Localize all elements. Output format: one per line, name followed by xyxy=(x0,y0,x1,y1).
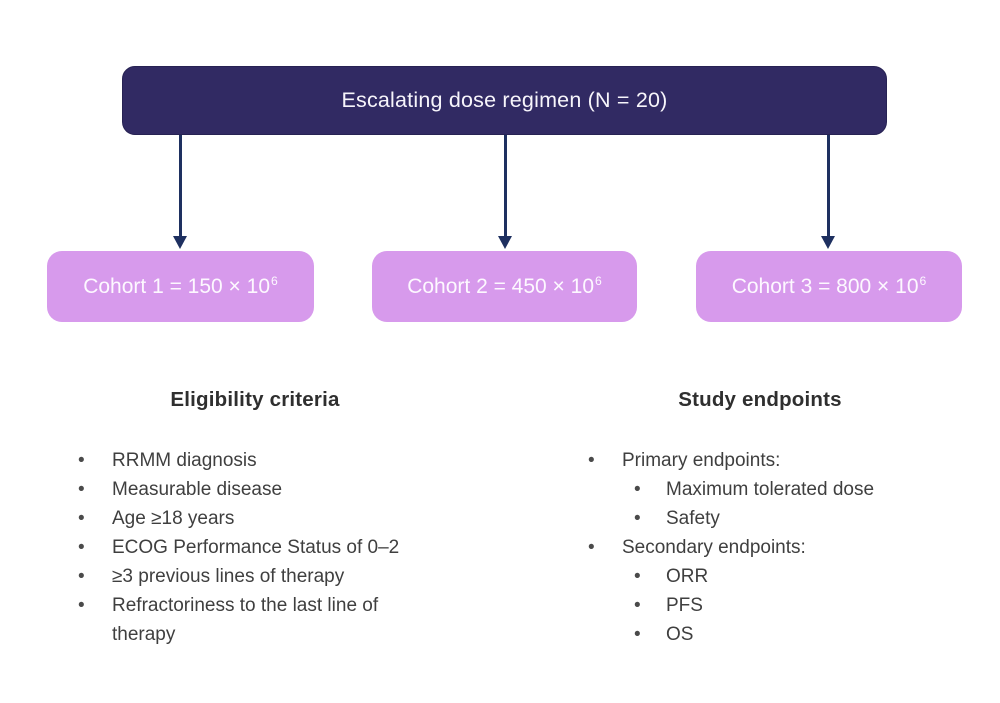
arrow-head-icon xyxy=(173,236,187,249)
bullet-icon: • xyxy=(634,624,641,645)
exponent: 6 xyxy=(595,273,602,288)
list-item: • Safety xyxy=(634,504,960,533)
arrow-head-icon xyxy=(821,236,835,249)
arrow-stem xyxy=(826,135,830,237)
cohort-2-box: Cohort 2 = 450 × 106 xyxy=(372,251,637,322)
list-item: • Primary endpoints: xyxy=(580,446,960,475)
bullet-icon: • xyxy=(78,450,85,471)
list-item: • Age ≥18 years xyxy=(70,504,450,533)
cohort-1-box: Cohort 1 = 150 × 106 xyxy=(47,251,314,322)
list-item: • ORR xyxy=(634,562,960,591)
endpoints-section: Study endpoints • Primary endpoints: • M… xyxy=(580,388,960,649)
list-item: • RRMM diagnosis xyxy=(70,446,450,475)
bullet-icon: • xyxy=(588,450,595,471)
list-item: • Measurable disease xyxy=(70,475,450,504)
secondary-endpoints-sublist: • ORR • PFS • OS xyxy=(634,562,960,649)
cohort-3-box: Cohort 3 = 800 × 106 xyxy=(696,251,962,322)
arrow-head-icon xyxy=(498,236,512,249)
escalating-dose-box: Escalating dose regimen (N = 20) xyxy=(122,66,887,135)
exponent: 6 xyxy=(271,273,278,288)
cohort-3-label: Cohort 3 = 800 × 106 xyxy=(731,273,927,298)
bullet-icon: • xyxy=(588,537,595,558)
eligibility-list: • RRMM diagnosis • Measurable disease • … xyxy=(70,446,450,649)
primary-endpoints-sublist: • Maximum tolerated dose • Safety xyxy=(634,475,960,533)
cohort-2-label: Cohort 2 = 450 × 106 xyxy=(407,273,602,298)
bullet-icon: • xyxy=(78,566,85,587)
bullet-icon: • xyxy=(634,566,641,587)
arrow-stem xyxy=(178,135,182,237)
list-item: • PFS xyxy=(634,591,960,620)
eligibility-section: Eligibility criteria • RRMM diagnosis • … xyxy=(70,388,450,649)
list-item: • ≥3 previous lines of therapy xyxy=(70,562,450,591)
endpoints-list: • Primary endpoints: • Maximum tolerated… xyxy=(580,446,960,649)
list-item: • Refractoriness to the last line of the… xyxy=(70,591,450,649)
bullet-icon: • xyxy=(634,479,641,500)
bullet-icon: • xyxy=(78,508,85,529)
list-item: • OS xyxy=(634,620,960,649)
arrow-stem xyxy=(503,135,507,237)
bullet-icon: • xyxy=(634,508,641,529)
list-item: • ECOG Performance Status of 0–2 xyxy=(70,533,450,562)
cohort-1-label: Cohort 1 = 150 × 106 xyxy=(83,273,278,298)
endpoints-title: Study endpoints xyxy=(678,388,842,411)
bullet-icon: • xyxy=(78,537,85,558)
escalating-dose-label: Escalating dose regimen (N = 20) xyxy=(341,88,668,112)
exponent: 6 xyxy=(919,273,927,288)
list-item: • Maximum tolerated dose xyxy=(634,475,960,504)
eligibility-title: Eligibility criteria xyxy=(170,388,340,411)
list-item: • Secondary endpoints: xyxy=(580,533,960,562)
bullet-icon: • xyxy=(78,479,85,500)
bullet-icon: • xyxy=(78,595,85,616)
bullet-icon: • xyxy=(634,595,641,616)
